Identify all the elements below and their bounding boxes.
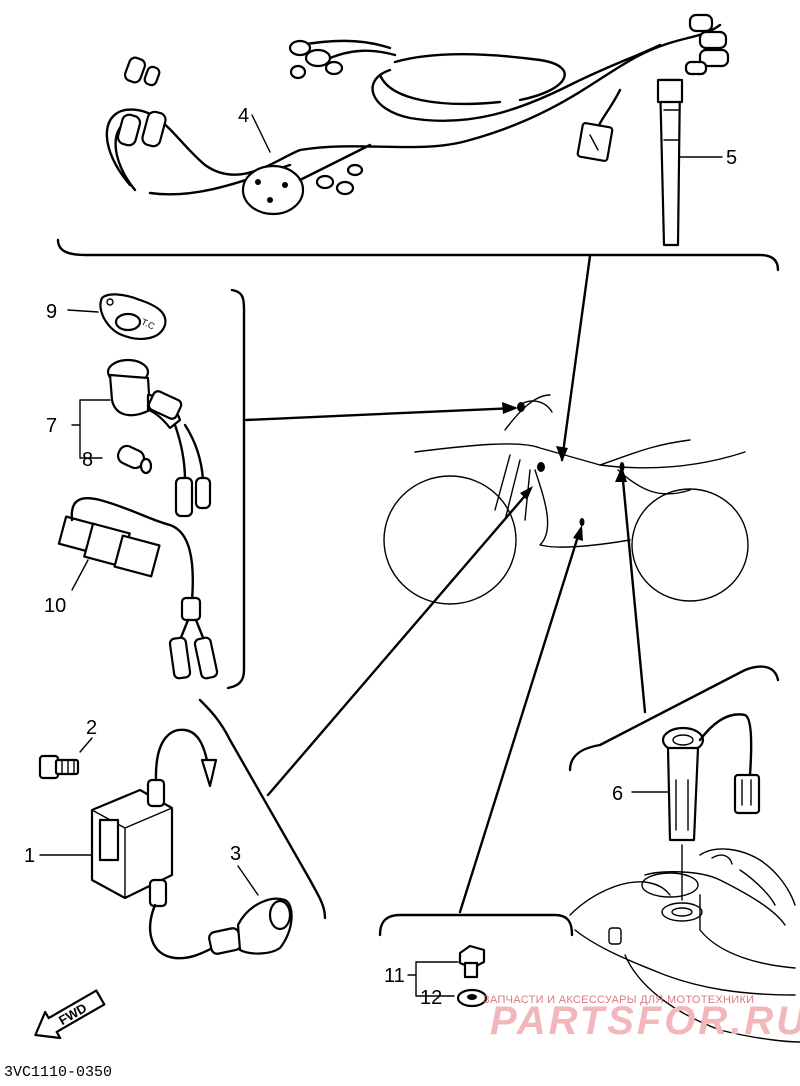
diagram-code: 3VC1110-0350 [4, 1064, 112, 1081]
fuel-level-sensor [661, 713, 761, 901]
callout-3: 3 [230, 843, 241, 865]
spark-plug-cap [148, 897, 293, 960]
small-bolt [458, 944, 486, 979]
fuel-tank-outline [569, 848, 800, 1043]
arrow-lower-group [266, 488, 532, 797]
arrow-right-group [620, 468, 647, 714]
callout-4: 4 [238, 105, 249, 127]
leader-2 [79, 737, 93, 753]
washer [456, 988, 488, 1008]
cdi-unit [57, 497, 219, 680]
right-bracket [568, 665, 780, 772]
frame-mount-points [517, 402, 625, 526]
left-bracket [226, 288, 246, 690]
watermark-tagline: ЗАПЧАСТИ И АКСЕССУАРЫ ДЛЯ МОТОТЕХНИКИ [483, 994, 754, 1006]
callout-9: 9 [46, 301, 57, 323]
leader-3 [237, 865, 259, 896]
motorcycle-outline [383, 394, 749, 605]
cable-tie [656, 78, 684, 247]
callout-1: 1 [24, 845, 35, 867]
leader-4 [251, 114, 271, 153]
small-cap [116, 444, 153, 475]
watermark-brand: PARTSFOR.RU [490, 999, 800, 1043]
callout-12: 12 [420, 987, 442, 1009]
leader-10 [71, 559, 89, 591]
arrow-left-group [244, 406, 517, 422]
leader-7-8 [71, 399, 111, 459]
callout-2: 2 [86, 717, 97, 739]
top-bracket [56, 238, 780, 272]
callout-8: 8 [82, 449, 93, 471]
bolt [38, 754, 80, 780]
ignition-coil [90, 728, 218, 908]
mounting-plate: T.C [99, 293, 167, 340]
bottom-bracket [378, 913, 574, 937]
callout-7: 7 [46, 415, 57, 437]
arrow-bottom-group [458, 528, 582, 914]
leader-9 [67, 309, 99, 313]
callout-11: 11 [384, 965, 405, 987]
lower-bracket [198, 698, 327, 920]
wire-harness [105, 13, 730, 216]
callout-5: 5 [726, 147, 737, 169]
leader-11-12 [407, 961, 459, 997]
forward-arrow-icon: FWD [34, 989, 106, 1040]
callout-6: 6 [612, 783, 623, 805]
arrow-harness [560, 254, 592, 462]
callout-10: 10 [44, 595, 66, 617]
plug-cap-assembly [106, 358, 212, 518]
